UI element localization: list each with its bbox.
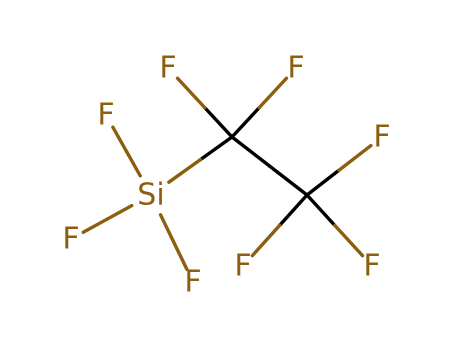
atom-label-f2: F (287, 51, 304, 86)
bond-Si-F7 (81, 203, 134, 234)
bond-C2-F4 (250, 193, 309, 258)
atom-label-f8: F (184, 265, 201, 300)
bond-C2-F3 (305, 143, 373, 197)
bond-C1-Si (167, 135, 234, 184)
bond-Si-F6 (111, 125, 142, 178)
bonds-layer (81, 76, 373, 272)
bond-C2-F5 (305, 193, 365, 258)
bond-C1-F2 (230, 76, 289, 139)
bond-C1-F1 (175, 76, 234, 139)
bond-C1-C2 (230, 135, 309, 197)
atom-label-f1: F (159, 51, 176, 86)
atom-label-f6: F (97, 98, 114, 133)
atom-label-f3: F (373, 120, 390, 155)
atom-label-si: Si (137, 178, 164, 213)
bond-Si-F8 (158, 213, 189, 272)
atom-label-f7: F (62, 222, 79, 257)
atom-label-f4: F (234, 249, 251, 284)
atom-label-f5: F (363, 249, 380, 284)
